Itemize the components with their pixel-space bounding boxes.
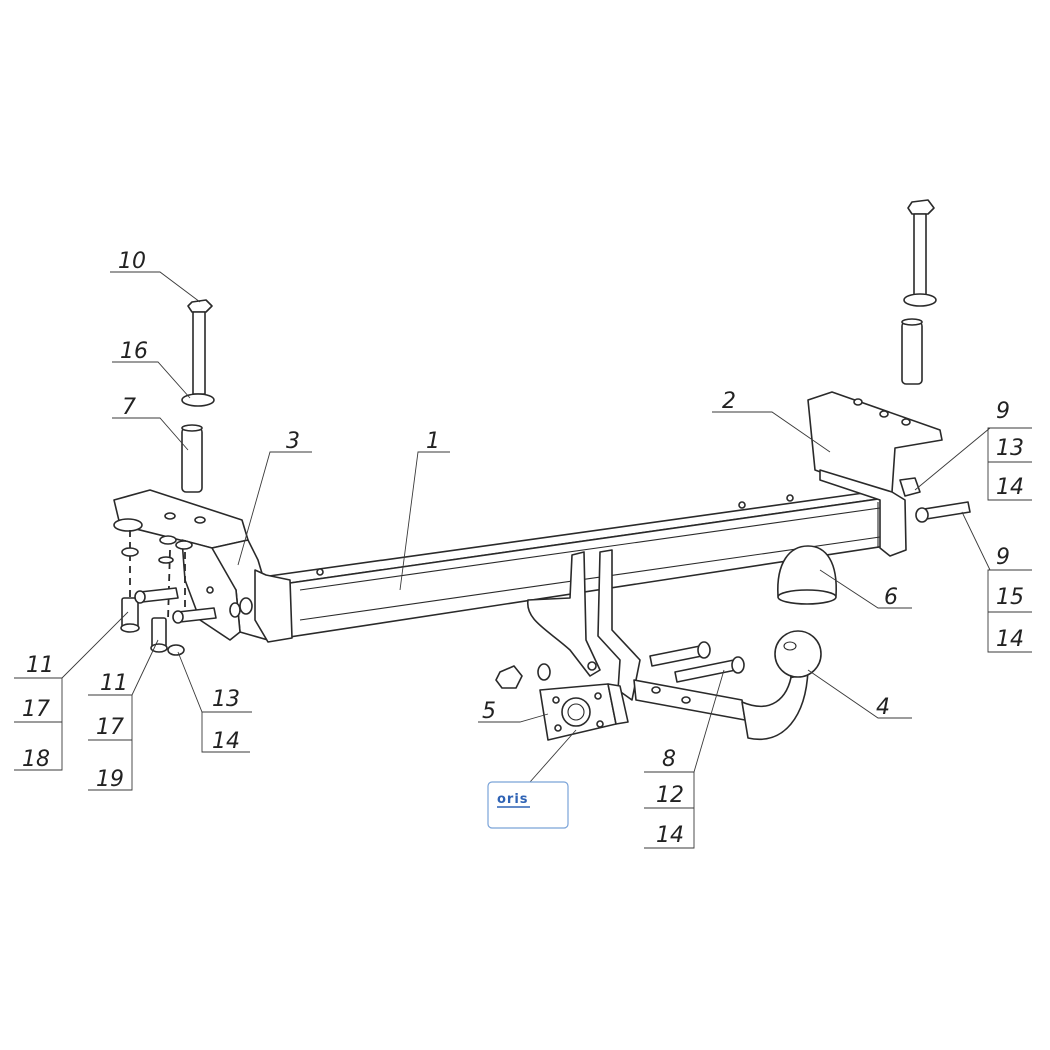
callout-bottom-2: 12 xyxy=(656,783,684,808)
callout-box-left-c xyxy=(201,711,250,753)
logo-text: oris xyxy=(497,792,529,807)
callout-left-b-3: 19 xyxy=(96,767,124,792)
left-spacer-7 xyxy=(181,424,203,493)
callout-right-top-2: 13 xyxy=(996,436,1024,461)
callout-left-c-1: 13 xyxy=(212,687,240,712)
oris-logo: oris xyxy=(487,781,569,829)
right-bolt xyxy=(907,199,935,297)
right-bracket xyxy=(807,391,971,557)
callout-3: 3 xyxy=(286,429,300,454)
callout-2: 2 xyxy=(722,389,736,414)
callout-right-mid-2: 15 xyxy=(996,585,1024,610)
left-lower-fasteners xyxy=(120,530,217,656)
callout-right-mid-1: 9 xyxy=(996,545,1010,570)
callout-16: 16 xyxy=(120,339,148,364)
left-bracket xyxy=(113,489,293,643)
arm-bolts-8 xyxy=(649,641,745,683)
callout-1: 1 xyxy=(426,429,440,454)
callout-5: 5 xyxy=(482,699,496,724)
callout-right-top-3: 14 xyxy=(996,475,1024,500)
right-washer xyxy=(903,293,937,307)
callout-left-c-2: 14 xyxy=(212,729,240,754)
callout-7: 7 xyxy=(122,395,136,420)
center-hitch-plates xyxy=(495,549,641,701)
callout-box-bottom xyxy=(644,771,695,849)
right-spacer xyxy=(901,318,923,385)
callout-labels: 10 16 7 3 1 2 6 4 5 9 13 14 9 15 14 11 1… xyxy=(22,249,1024,848)
callout-left-a-2: 17 xyxy=(22,697,50,722)
callout-box-left-a xyxy=(14,677,63,771)
ball-arm xyxy=(633,630,822,741)
callout-4: 4 xyxy=(876,695,890,720)
socket-plate xyxy=(539,683,629,741)
left-washer-16 xyxy=(181,393,215,407)
callout-left-b-1: 11 xyxy=(100,671,128,696)
callout-box-right-top xyxy=(987,427,1032,501)
callout-bottom-3: 14 xyxy=(656,823,684,848)
ball-cover xyxy=(777,545,837,605)
callout-bottom-1: 8 xyxy=(662,747,676,772)
callout-right-mid-3: 14 xyxy=(996,627,1024,652)
callout-right-top-1: 9 xyxy=(996,399,1010,424)
callout-left-b-2: 17 xyxy=(96,715,124,740)
callout-10: 10 xyxy=(118,249,146,274)
callout-6: 6 xyxy=(884,585,898,610)
callout-left-a-1: 11 xyxy=(26,653,54,678)
left-bolt-10 xyxy=(187,299,213,395)
callout-left-a-3: 18 xyxy=(22,747,50,772)
callout-box-right-mid xyxy=(987,569,1032,653)
callout-box-left-b xyxy=(88,694,133,791)
